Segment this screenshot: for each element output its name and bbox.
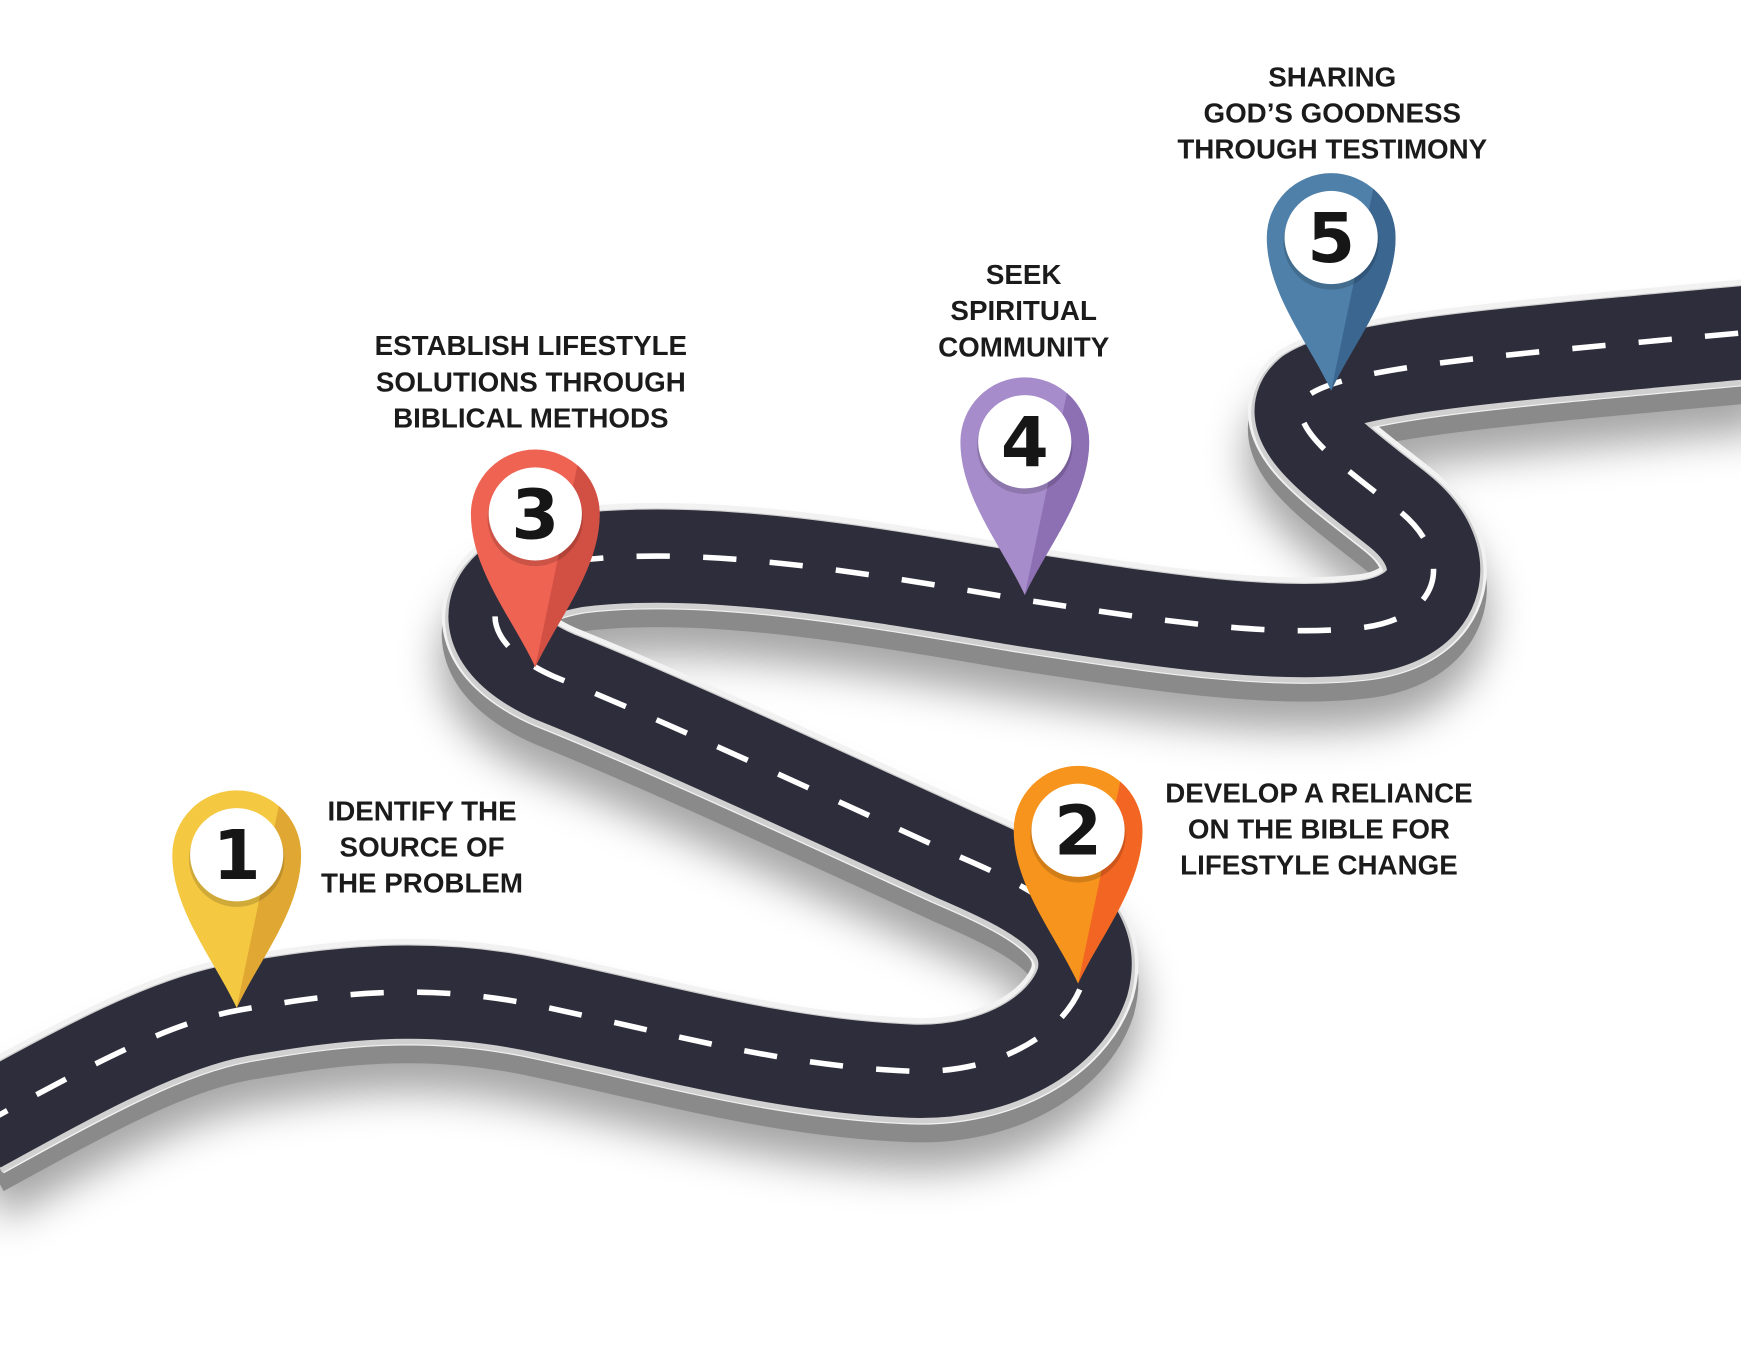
- step-number: 2: [1054, 792, 1102, 872]
- step-label-line: THE PROBLEM: [321, 867, 523, 898]
- step-1: 1 IDENTIFY THE SOURCE OF THE PROBLEM: [172, 790, 523, 1008]
- winding-road: [0, 331, 1741, 1171]
- step-label-line: SEEK: [986, 259, 1062, 290]
- step-2: 2 DEVELOP A RELIANCE ON THE BIBLE FOR LIFES…: [1013, 765, 1473, 984]
- step-label-line: SOLUTIONS THROUGH: [376, 366, 686, 397]
- map-pin-icon: [172, 790, 302, 1008]
- step-label-line: BIBLICAL METHODS: [393, 402, 668, 433]
- step-label-line: GOD’S GOODNESS: [1204, 98, 1462, 129]
- step-4: 4 SEEK SPIRITUAL COMMUNITY: [938, 259, 1110, 595]
- map-pin-icon: [960, 377, 1090, 595]
- map-pin-icon: [470, 449, 600, 668]
- step-label-line: THROUGH TESTIMONY: [1177, 134, 1487, 165]
- step-label-line: SOURCE OF: [340, 831, 505, 862]
- step-number: 4: [1001, 403, 1049, 483]
- step-label-line: DEVELOP A RELIANCE: [1165, 778, 1472, 809]
- step-label-line: SHARING: [1268, 62, 1396, 93]
- step-number: 3: [511, 475, 559, 555]
- step-label-line: ON THE BIBLE FOR: [1188, 814, 1450, 845]
- step-label-line: SPIRITUAL: [950, 295, 1097, 326]
- step-label-line: ESTABLISH LIFESTYLE: [375, 330, 687, 361]
- step-label-line: LIFESTYLE CHANGE: [1180, 850, 1458, 881]
- map-pin-icon: [1266, 173, 1396, 391]
- step-label-line: IDENTIFY THE: [327, 795, 516, 826]
- map-pin-icon: [1013, 765, 1143, 984]
- step-number: 5: [1307, 199, 1355, 279]
- step-5: 5 SHARING GOD’S GOODNESS THROUGH TESTIMONY: [1177, 62, 1488, 391]
- step-3: 3 ESTABLISH LIFESTYLE SOLUTIONS THROUGH BIB…: [375, 330, 687, 668]
- step-label-line: COMMUNITY: [938, 331, 1110, 362]
- step-number: 1: [213, 816, 261, 896]
